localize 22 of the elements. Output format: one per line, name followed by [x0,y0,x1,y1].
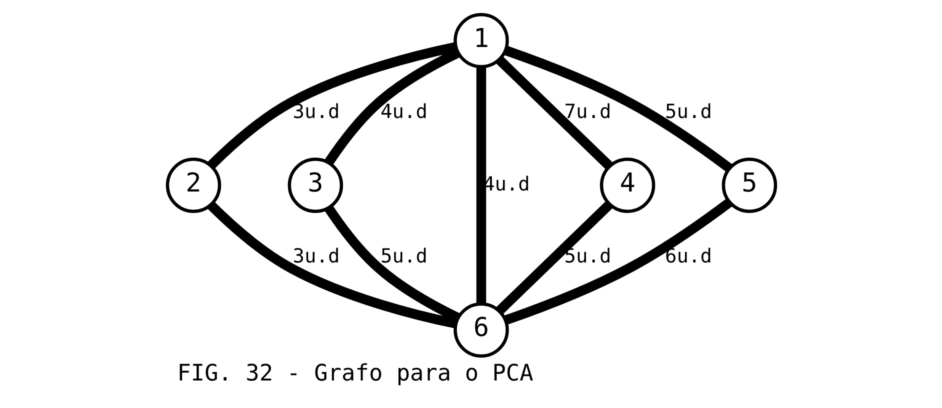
edge-label: 4u.d [380,100,428,124]
connector [495,56,612,170]
connector [495,200,613,314]
node-circle: 3 [287,158,343,213]
node-circle: 5 [721,158,777,213]
connector [503,198,732,325]
connector [476,66,486,304]
edge-label: 6u.d [664,244,712,268]
node-circle: 1 [453,12,508,68]
connector [503,46,732,172]
connector [207,202,457,328]
edge-label: 5u.d [380,244,428,268]
edge-label: 7u.d [564,100,611,124]
edge-label: 3u.d [292,100,340,124]
edge-label: 5u.d [664,100,712,124]
caption: FIG. 32 - Grafo para o PCA [176,360,533,387]
edge-label: 4u.d [482,172,530,196]
edge-label: 3u.d [292,244,340,268]
node-circle: 4 [599,158,655,213]
node-circle: 6 [453,302,508,358]
node-circle: 2 [165,158,221,213]
connector [207,42,457,169]
